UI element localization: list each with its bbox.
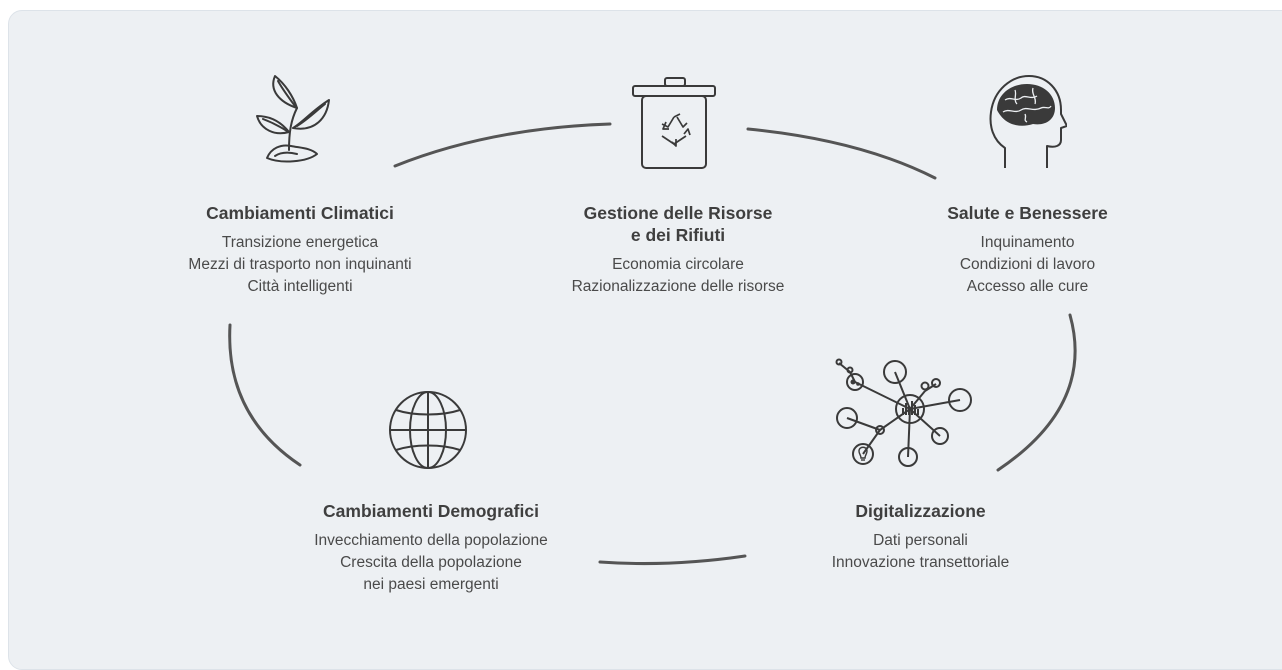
node-title: Salute e Benessere bbox=[947, 203, 1108, 223]
node-title: Digitalizzazione bbox=[855, 501, 986, 521]
node-title-line: e dei Rifiuti bbox=[630, 225, 726, 245]
node-item: Transizione energetica bbox=[221, 234, 379, 251]
arc-health-digital bbox=[996, 313, 1077, 472]
node-item: Dati personali bbox=[873, 532, 968, 549]
node-item: nei paesi emergenti bbox=[363, 576, 499, 593]
brain-head-icon bbox=[989, 75, 1067, 168]
node-item: Inquinamento bbox=[980, 234, 1075, 251]
node-items: Invecchiamento della popolazione Crescit… bbox=[250, 530, 612, 596]
node-item: Crescita della popolazione bbox=[340, 554, 522, 571]
arc-demographic-climate bbox=[228, 323, 302, 467]
node-item: Razionalizzazione delle risorse bbox=[571, 278, 785, 295]
node-title: Cambiamenti Demografici bbox=[323, 501, 539, 521]
node-item: Città intelligenti bbox=[247, 278, 353, 295]
node-title-line: Gestione delle Risorse bbox=[583, 203, 773, 223]
data-network-icon bbox=[835, 358, 972, 467]
node-items: Economia circolare Razionalizzazione del… bbox=[518, 254, 838, 298]
node-item: Invecchiamento della popolazione bbox=[314, 532, 548, 549]
node-item: Mezzi di trasporto non inquinanti bbox=[188, 256, 412, 273]
node-title: Gestione delle Risorse e dei Rifiuti bbox=[518, 202, 838, 246]
node-digitalization: Digitalizzazione Dati personali Innovazi… bbox=[768, 500, 1073, 574]
node-item: Innovazione transettoriale bbox=[831, 554, 1010, 571]
node-title: Cambiamenti Climatici bbox=[206, 203, 394, 223]
node-item: Accesso alle cure bbox=[966, 278, 1089, 295]
diagram-panel bbox=[8, 10, 1282, 670]
globe-icon bbox=[389, 391, 467, 469]
sprout-icon bbox=[256, 75, 330, 163]
arc-digital-demographic bbox=[598, 554, 747, 566]
node-item: Condizioni di lavoro bbox=[959, 256, 1096, 273]
node-item: Economia circolare bbox=[612, 256, 744, 273]
node-health-wellbeing: Salute e Benessere Inquinamento Condizio… bbox=[900, 202, 1155, 298]
recycle-bin-icon bbox=[632, 77, 716, 169]
node-items: Transizione energetica Mezzi di trasport… bbox=[130, 232, 470, 298]
node-items: Dati personali Innovazione transettorial… bbox=[768, 530, 1073, 574]
arc-resources-health bbox=[746, 127, 937, 180]
node-demographic-change: Cambiamenti Demografici Invecchiamento d… bbox=[250, 500, 612, 596]
node-items: Inquinamento Condizioni di lavoro Access… bbox=[900, 232, 1155, 298]
node-resource-management: Gestione delle Risorse e dei Rifiuti Eco… bbox=[518, 202, 838, 298]
node-climate-change: Cambiamenti Climatici Transizione energe… bbox=[130, 202, 470, 298]
arc-climate-resources bbox=[393, 122, 612, 168]
